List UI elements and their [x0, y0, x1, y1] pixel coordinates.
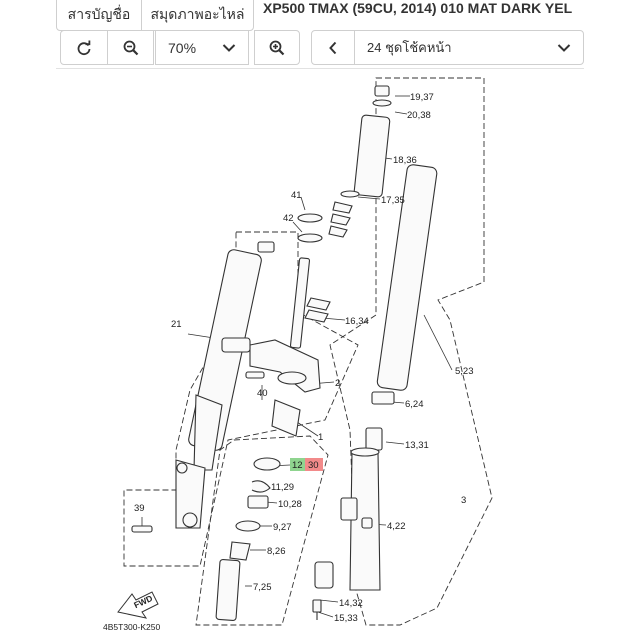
callout-21: 21 [171, 319, 182, 330]
tab-parts-catalog-label: สมุดภาพอะไหล่ [150, 5, 245, 22]
callout-40: 40 [257, 388, 268, 399]
callout-8-26: 8,26 [267, 546, 286, 557]
previous-page-button[interactable] [311, 30, 355, 65]
callout-9-27: 9,27 [273, 522, 292, 533]
fwd-arrow-icon: FWD [117, 591, 159, 619]
group-frame-inner [195, 435, 329, 626]
callout-12-highlight [290, 458, 305, 471]
callout-42: 42 [283, 213, 294, 224]
steering-stem-group [245, 213, 323, 437]
front-fork-exploded-view: 19,37 20,38 18,36 17,35 41 42 16,34 21 5… [103, 77, 493, 632]
tab-bar: สารบัญชื่อ สมุดภาพอะไหล่ XP500 TMAX (59C… [0, 0, 638, 32]
callout-20-38: 20,38 [407, 110, 431, 121]
callout-2: 2 [335, 378, 340, 389]
callout-16-34: 16,34 [345, 316, 369, 327]
document-title: XP500 TMAX (59CU, 2014) 010 MAT DARK YEL [263, 0, 573, 16]
callout-18-36: 18,36 [393, 155, 417, 166]
callout-1: 1 [318, 432, 323, 443]
zoom-select[interactable]: 70% [155, 30, 249, 65]
right-fork-tube-group [304, 85, 438, 620]
group-frame-right [329, 77, 493, 626]
zoom-out-button[interactable] [107, 30, 154, 65]
tab-name-index-label: สารบัญชื่อ [67, 5, 131, 22]
callout-17-35: 17,35 [381, 195, 405, 206]
callout-10-28: 10,28 [278, 499, 302, 510]
inner-damper-group [215, 457, 281, 621]
callout-11-29: 11,29 [271, 482, 294, 493]
callout-15-33: 15,33 [334, 613, 358, 624]
tab-name-index[interactable]: สารบัญชื่อ [56, 0, 142, 31]
callout-7-25: 7,25 [253, 582, 272, 593]
callout-labels: 19,37 20,38 18,36 17,35 41 42 16,34 21 5… [134, 92, 474, 624]
callout-41: 41 [291, 190, 302, 201]
callout-4-22: 4,22 [387, 521, 406, 532]
diagram-code: 4B5T300-K250 [103, 622, 160, 632]
chevron-down-icon [222, 43, 236, 52]
left-fork-group [131, 241, 275, 533]
toolbar-divider [56, 68, 584, 69]
callout-30[interactable]: 30 [308, 460, 319, 471]
chevron-left-icon [329, 41, 337, 54]
callout-39: 39 [134, 503, 145, 514]
parts-diagram: 19,37 20,38 18,36 17,35 41 42 16,34 21 5… [0, 70, 638, 638]
zoom-out-icon [123, 40, 138, 55]
callout-12[interactable]: 12 [292, 460, 303, 471]
chevron-down-icon [557, 43, 571, 52]
callout-5-23: 5,23 [455, 366, 474, 377]
zoom-value: 70% [168, 39, 197, 56]
page-select[interactable]: 24 ชุดโช้คหน้า [354, 30, 584, 65]
zoom-in-icon [269, 40, 285, 55]
zoom-in-button[interactable] [254, 30, 300, 65]
callout-6-24: 6,24 [405, 399, 424, 410]
refresh-button[interactable] [60, 30, 108, 65]
callout-13-31: 13,31 [405, 440, 429, 451]
viewer-toolbar: 70% 24 ชุดโช้คหน้า [0, 30, 638, 70]
callout-19-37: 19,37 [410, 92, 434, 103]
callout-30-highlight [305, 458, 323, 471]
callout-3: 3 [461, 495, 466, 506]
page-value: 24 ชุดโช้คหน้า [367, 40, 452, 55]
callout-14-32: 14,32 [339, 598, 363, 609]
refresh-icon [77, 40, 91, 55]
tab-parts-catalog[interactable]: สมุดภาพอะไหล่ [141, 0, 254, 31]
